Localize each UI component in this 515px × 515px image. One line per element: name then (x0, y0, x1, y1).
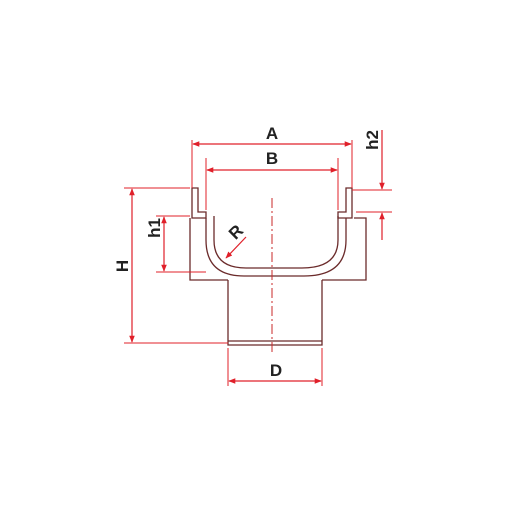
left-rim-wall (191, 187, 207, 219)
right-shoulder (322, 217, 367, 281)
dimension-lines (129, 130, 385, 384)
left-shoulder (189, 218, 228, 281)
pipe-body (227, 280, 323, 346)
extension-lines (124, 140, 392, 386)
label-D: D (270, 361, 282, 380)
part-outline (189, 187, 367, 346)
right-rim-wall (337, 187, 353, 219)
outer-u-curve (205, 218, 347, 277)
label-h2: h2 (363, 130, 382, 150)
label-A: A (266, 124, 278, 143)
label-B: B (266, 149, 278, 168)
label-H: H (113, 260, 132, 272)
label-h1: h1 (145, 218, 164, 238)
dim-R-leader (225, 236, 247, 259)
inner-u-curve (213, 216, 339, 269)
